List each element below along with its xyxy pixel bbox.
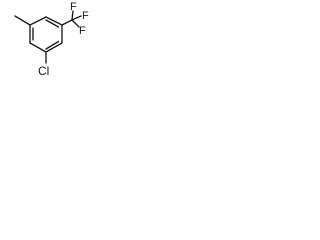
methyl-bond: [14, 15, 31, 26]
ring-bond-top-right: [45, 16, 63, 26]
ring-bond-top-left: [29, 16, 47, 26]
fluorine-right-upper-label: F: [82, 10, 89, 22]
fluorine-right-lower-label: F: [79, 25, 86, 37]
molecule-structure: Cl F F F: [14, 1, 89, 78]
cf3-f-right-upper-bond: [71, 15, 82, 21]
molecule-canvas: Cl F F F: [0, 0, 93, 93]
ring-double-bond-top: [45, 19, 60, 28]
chlorine-label: Cl: [38, 64, 49, 78]
cf3-bond: [61, 19, 73, 26]
cf3-f-top-bond: [71, 10, 74, 21]
ring-bond-bottom-right: [45, 42, 63, 53]
cf3-f-right-lower-bond: [71, 19, 80, 28]
fluorine-top-label: F: [70, 1, 77, 13]
ring-bond-bottom-left: [29, 42, 47, 53]
ring-double-bond-bottom: [45, 40, 60, 50]
